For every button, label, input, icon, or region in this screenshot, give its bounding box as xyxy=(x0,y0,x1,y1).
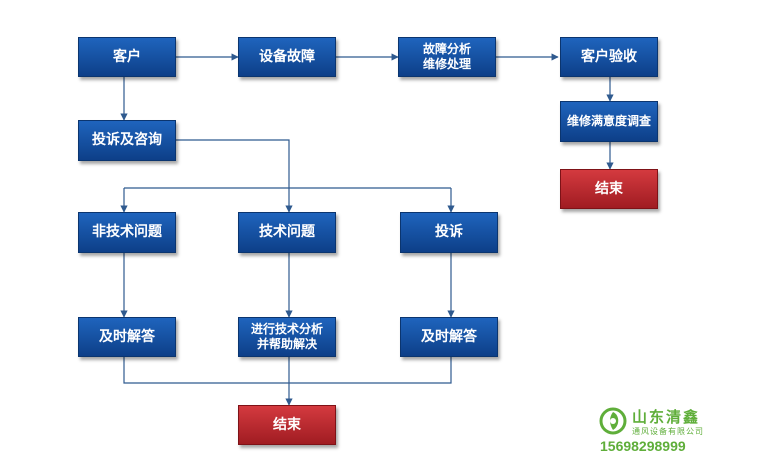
node-fault-analysis: 故障分析 维修处理 xyxy=(398,37,496,77)
node-answer-right: 及时解答 xyxy=(400,317,498,357)
node-customer-acceptance: 客户验收 xyxy=(560,37,658,77)
node-satisfaction-survey: 维修满意度调查 xyxy=(560,101,658,142)
node-answer-left: 及时解答 xyxy=(78,317,176,357)
logo-phone: 15698298999 xyxy=(600,438,686,454)
connector-left-merge xyxy=(123,357,452,384)
node-tech-issue: 技术问题 xyxy=(238,212,336,253)
node-non-tech-issue: 非技术问题 xyxy=(78,212,176,253)
logo-subtitle: 通风设备有限公司 xyxy=(632,427,704,436)
node-end-bottom: 结束 xyxy=(238,405,336,445)
logo-title: 山东清鑫 xyxy=(632,408,701,426)
leaf-logo-icon xyxy=(599,407,627,435)
node-end-top: 结束 xyxy=(560,169,658,209)
node-tech-help: 进行技术分析 并帮助解决 xyxy=(238,317,336,357)
node-equipment-fault: 设备故障 xyxy=(238,37,336,77)
node-customer: 客户 xyxy=(78,37,176,77)
node-complaint: 投诉 xyxy=(400,212,498,253)
company-logo: 山东清鑫 通风设备有限公司 15698298999 xyxy=(598,404,718,456)
node-complaint-consult: 投诉及咨询 xyxy=(78,120,176,161)
connector-complaint-to-branch xyxy=(176,139,290,188)
